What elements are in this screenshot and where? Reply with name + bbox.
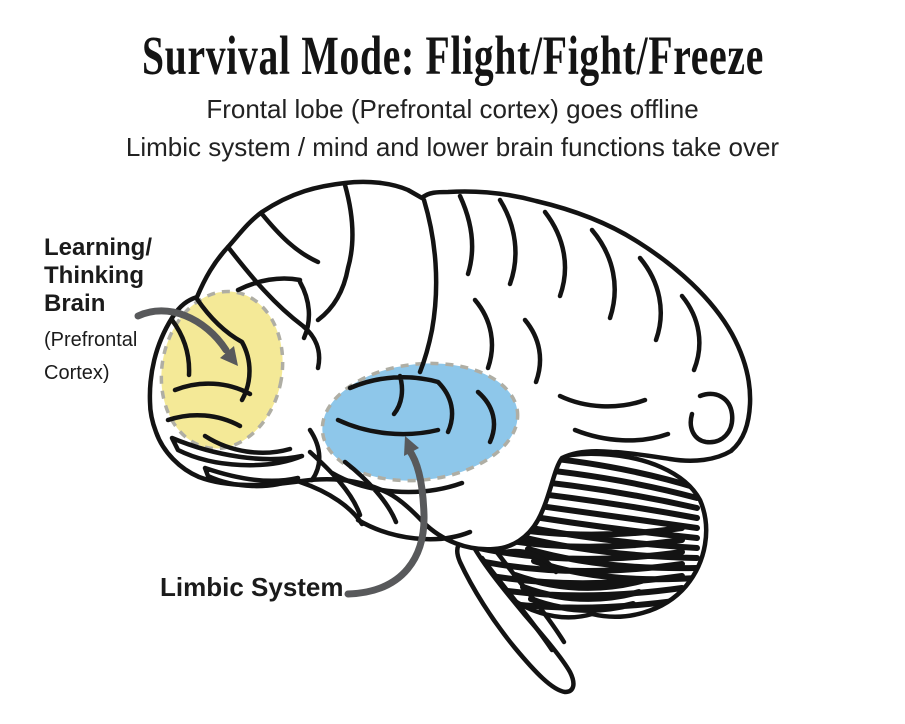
prefrontal-arrowhead-icon	[220, 346, 238, 366]
limbic-arrowhead-icon	[404, 436, 419, 456]
label-prefrontal-sub2: Cortex)	[44, 362, 110, 384]
limbic-pointer-arrow	[344, 446, 428, 598]
brainstem-detail-lines	[479, 548, 567, 653]
prefrontal-pointer-arrow	[134, 307, 230, 354]
cortex-sulci-lines	[165, 182, 735, 575]
limbic-system-highlight	[322, 363, 518, 481]
limbic-dashed-outline	[320, 361, 520, 483]
label-prefrontal-sub1: (Prefrontal	[44, 329, 138, 351]
subtitle-line-2: Limbic system / mind and lower brain fun…	[125, 132, 780, 162]
pointer-arrows	[134, 307, 428, 598]
prefrontal-dashed-outline	[159, 289, 285, 451]
cerebrum-line-art	[147, 179, 753, 575]
prefrontal-cortex-highlight	[161, 291, 283, 449]
label-limbic-system: Limbic System	[160, 572, 344, 602]
page-title-text: Survival Mode: Flight/Fight/Freeze	[141, 25, 764, 86]
label-learning-line2: Thinking	[44, 262, 144, 289]
page-title: Survival Mode: Flight/Fight/Freeze	[0, 25, 905, 86]
cerebellum-texture	[466, 453, 700, 618]
label-learning-line1: Learning/	[44, 234, 153, 261]
label-learning-line3: Brain	[44, 290, 106, 317]
subtitle-line-1: Frontal lobe (Prefrontal cortex) goes of…	[206, 94, 699, 124]
label-learning-thinking-brain: Learning/ Thinking Brain (Prefrontal Cor…	[44, 234, 152, 390]
